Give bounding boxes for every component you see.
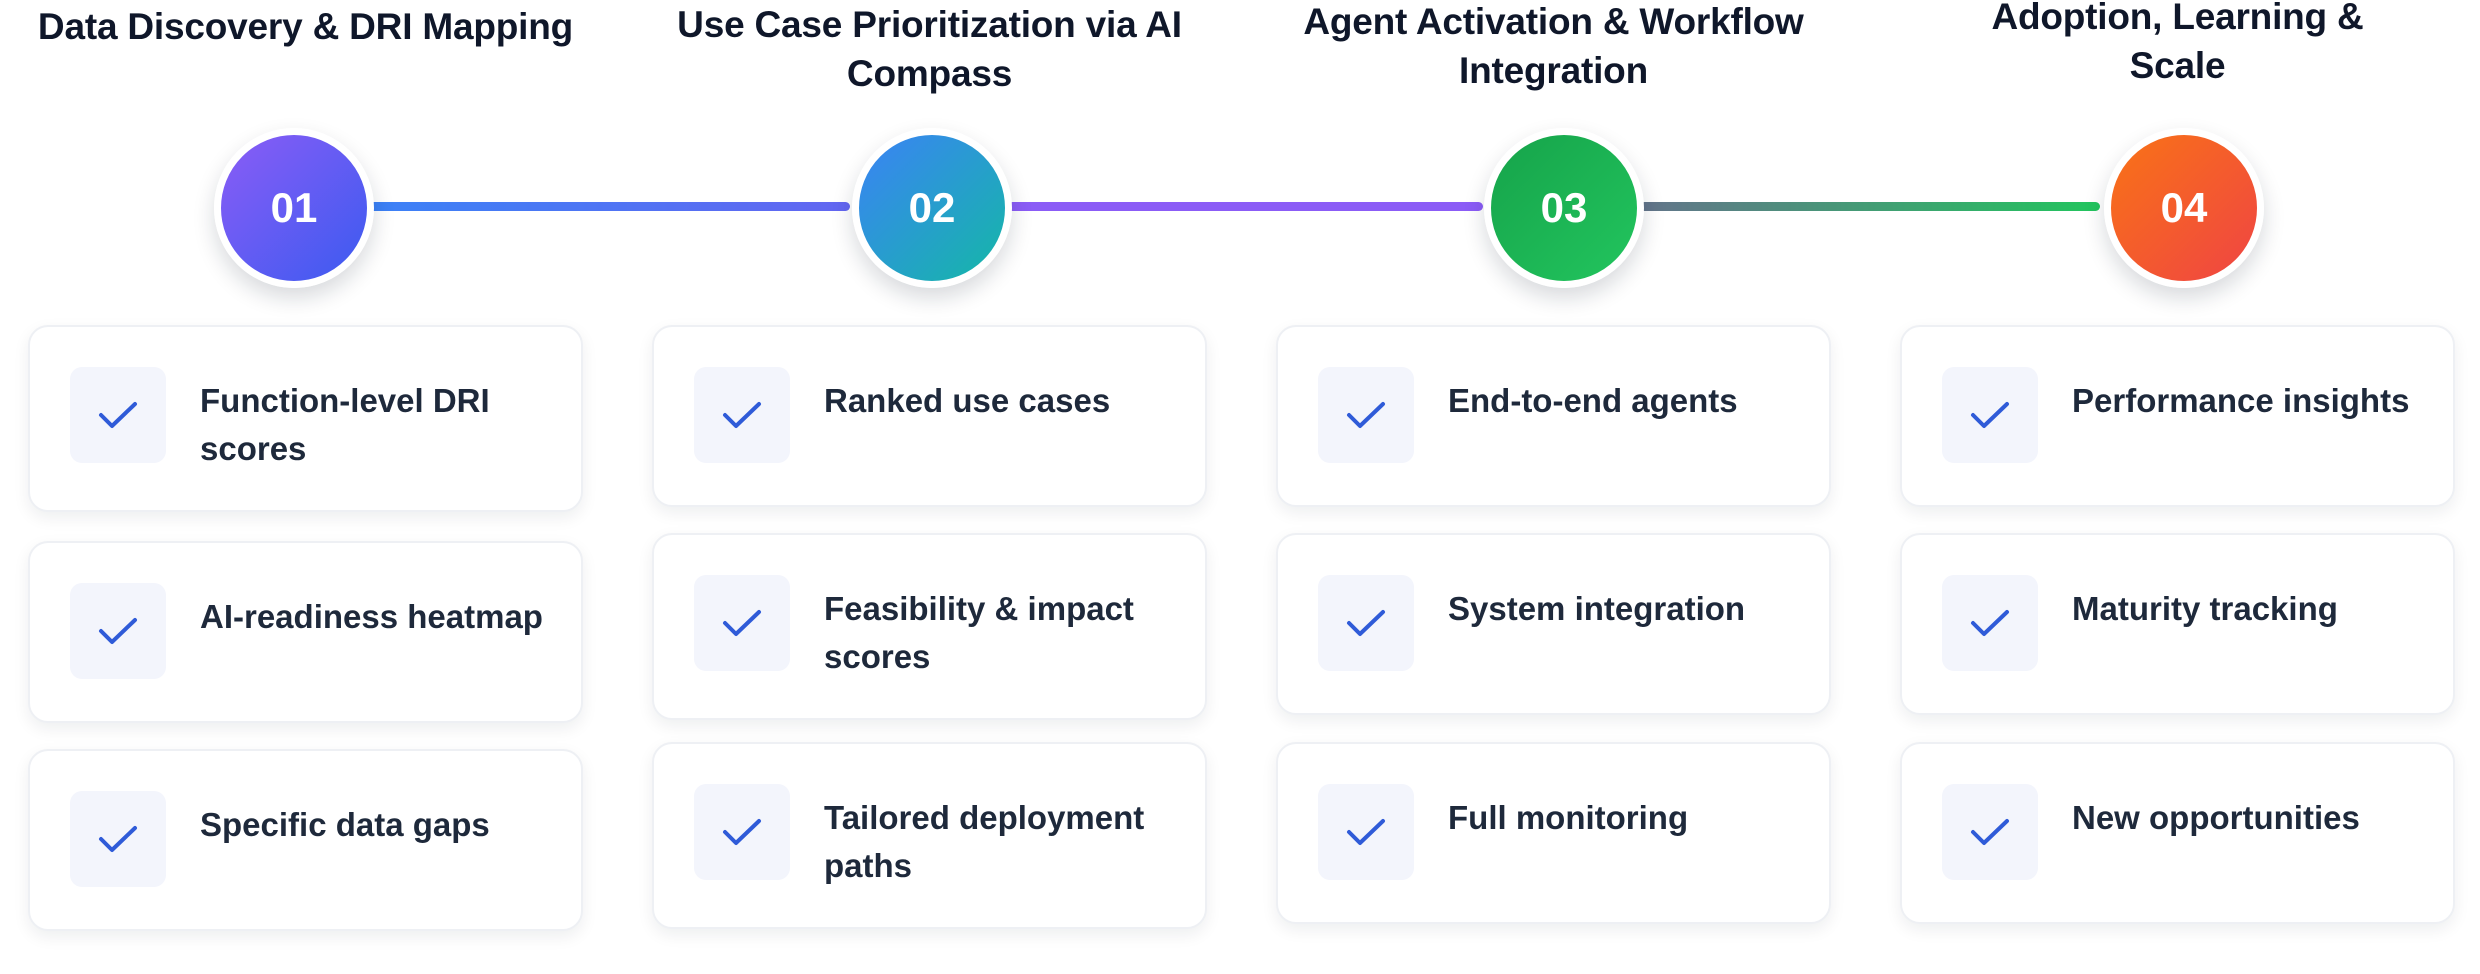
deliverable-text: Tailored deployment paths xyxy=(824,799,1145,884)
phase-number-badge: 04 xyxy=(2104,128,2264,288)
deliverable-text: Ranked use cases xyxy=(824,382,1111,419)
deliverable-text: New opportunities xyxy=(2072,799,2360,836)
deliverable-text: Maturity tracking xyxy=(2072,590,2338,627)
phase-number-badge: 02 xyxy=(852,128,1012,288)
phase-title: Agent Activation & Workflow Integration xyxy=(1303,1,1804,91)
deliverable-card: Performance insights xyxy=(1900,325,2455,507)
check-icon xyxy=(1318,784,1414,880)
deliverable-card: New opportunities xyxy=(1900,742,2455,924)
deliverable-text: AI-readiness heatmap xyxy=(200,598,543,635)
deliverable-text: End-to-end agents xyxy=(1448,382,1738,419)
check-icon xyxy=(694,575,790,671)
deliverable-text: Function-level DRI scores xyxy=(200,382,490,467)
check-icon xyxy=(1942,784,2038,880)
deliverable-card: Maturity tracking xyxy=(1900,533,2455,715)
deliverable-text: Full monitoring xyxy=(1448,799,1689,836)
connector-03-04 xyxy=(1640,202,2100,211)
deliverable-text: System integration xyxy=(1448,590,1746,627)
phase-number-badge: 01 xyxy=(214,128,374,288)
check-icon xyxy=(1318,367,1414,463)
deliverable-card: System integration xyxy=(1276,533,1831,715)
phase-title: Data Discovery & DRI Mapping xyxy=(37,6,574,47)
deliverable-card: Tailored deployment paths xyxy=(652,742,1207,929)
check-icon xyxy=(70,367,166,463)
check-icon xyxy=(1318,575,1414,671)
check-icon xyxy=(1942,575,2038,671)
check-icon xyxy=(70,583,166,679)
check-icon xyxy=(70,791,166,887)
deliverable-text: Feasibility & impact scores xyxy=(824,590,1134,675)
phase-title: Adoption, Learning & Scale xyxy=(1991,0,2364,86)
phase-number-badge: 03 xyxy=(1484,128,1644,288)
check-icon xyxy=(1942,367,2038,463)
deliverable-card: AI-readiness heatmap xyxy=(28,541,583,723)
deliverable-text: Performance insights xyxy=(2072,382,2410,419)
check-icon xyxy=(694,784,790,880)
connector-02-03 xyxy=(1008,202,1483,211)
deliverable-card: Feasibility & impact scores xyxy=(652,533,1207,720)
connector-01-02 xyxy=(365,202,850,211)
deliverable-card: Ranked use cases xyxy=(652,325,1207,507)
deliverable-card: Specific data gaps xyxy=(28,749,583,931)
deliverable-card: Full monitoring xyxy=(1276,742,1831,924)
check-icon xyxy=(694,367,790,463)
deliverable-text: Specific data gaps xyxy=(200,806,490,843)
phase-title: Use Case Prioritization via AI Compass xyxy=(677,4,1182,94)
deliverable-card: End-to-end agents xyxy=(1276,325,1831,507)
deliverable-card: Function-level DRI scores xyxy=(28,325,583,512)
